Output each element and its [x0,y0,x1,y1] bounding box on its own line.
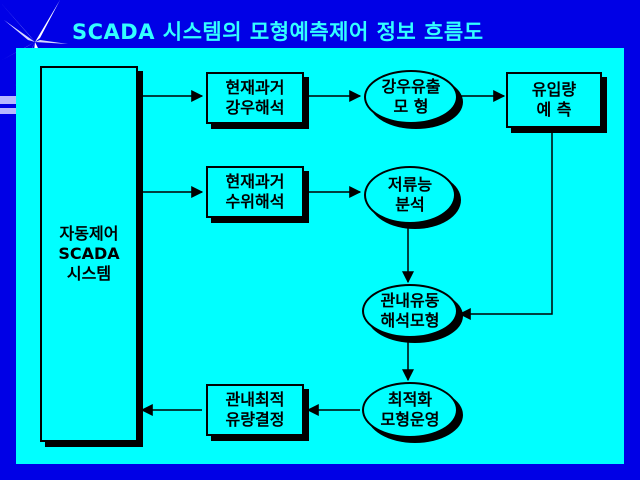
level-analysis-label: 현재과거 수위해석 [225,172,285,211]
scada-system-label: 자동제어 SCADA 시스템 [58,224,120,283]
storage-analysis-ellipse: 저류능 분석 [364,166,456,224]
rain-analysis-label: 현재과거 강우해석 [225,78,285,117]
optimization-label: 최적화 모형운영 [380,390,440,429]
inflow-forecast-label: 유입량 예 측 [531,80,577,119]
inflow-forecast-box: 유입량 예 측 [506,72,602,128]
rain-analysis-box: 현재과거 강우해석 [206,72,304,124]
flow-decision-box: 관내최적 유량결정 [206,384,304,436]
page-title: SCADA 시스템의 모형예측제어 정보 흐름도 [72,20,484,44]
flow-decision-label: 관내최적 유량결정 [225,390,285,429]
pipe-flow-model-ellipse: 관내유동 해석모형 [362,284,458,338]
level-analysis-box: 현재과거 수위해석 [206,166,304,218]
pipe-flow-model-label: 관내유동 해석모형 [380,291,440,330]
runoff-model-label: 강우유출 모 형 [381,77,441,116]
left-stripe-top [0,96,16,104]
runoff-model-ellipse: 강우유출 모 형 [364,70,458,124]
storage-analysis-label: 저류능 분석 [387,175,433,214]
left-stripe-bottom [0,108,16,114]
optimization-ellipse: 최적화 모형운영 [362,382,458,438]
scada-system-box: 자동제어 SCADA 시스템 [40,66,138,442]
